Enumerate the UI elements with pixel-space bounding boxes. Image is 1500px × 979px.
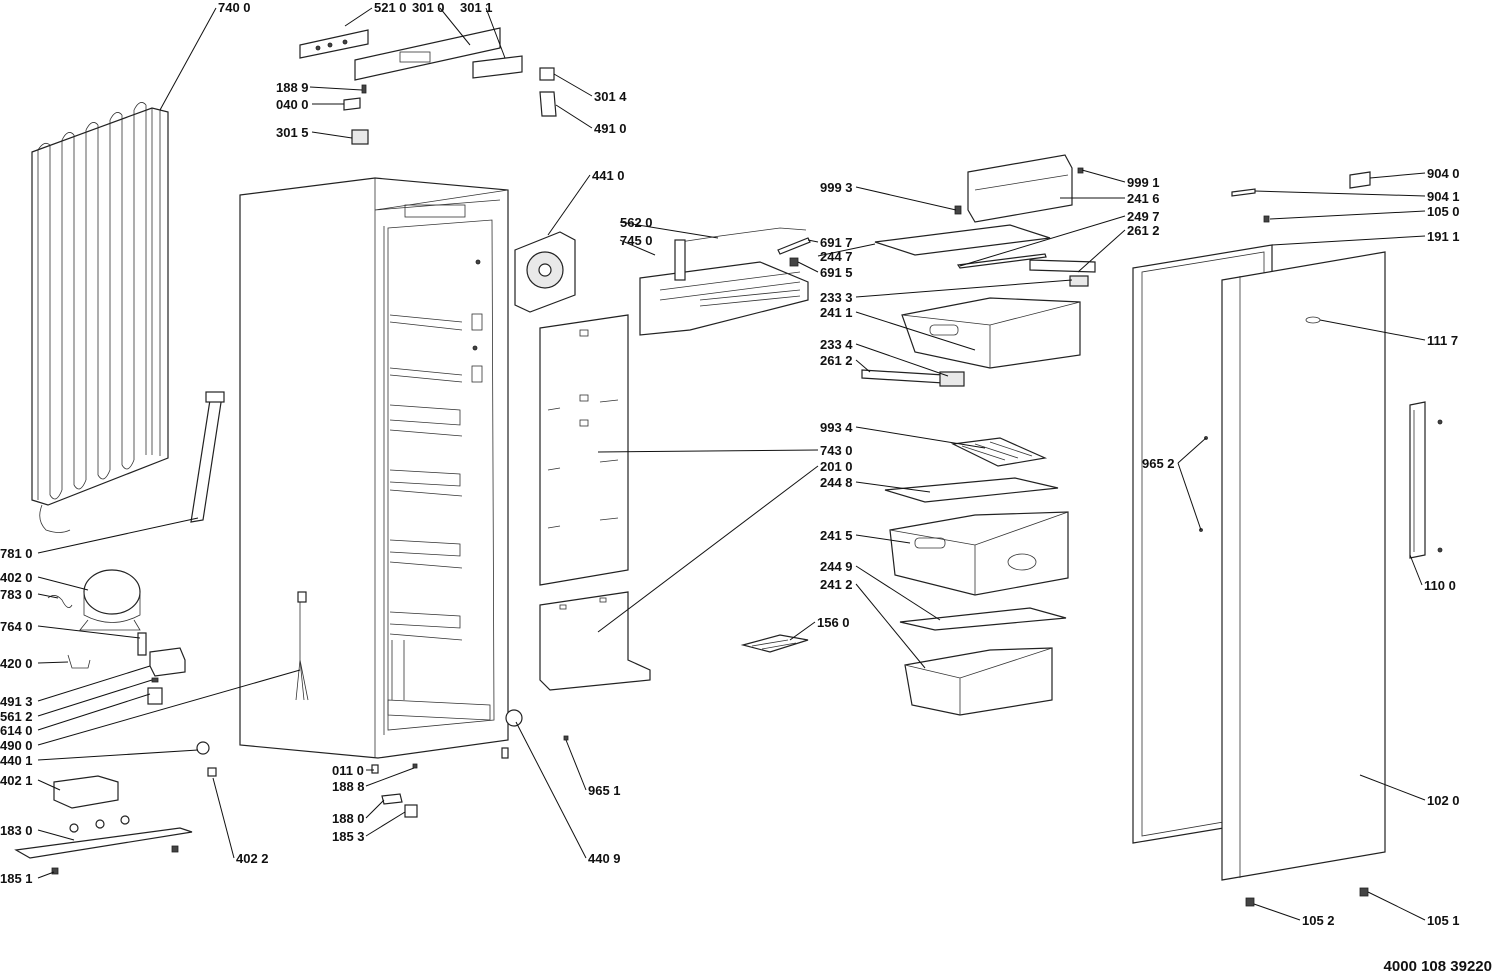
label-420-0: 420 0 xyxy=(0,656,33,671)
door-handle xyxy=(1409,401,1443,559)
label-191-1: 191 1 xyxy=(1427,229,1460,244)
label-740-0: 740 0 xyxy=(218,0,251,15)
label-110-0: 110 0 xyxy=(1424,578,1456,593)
label-241-2: 241 2 xyxy=(820,577,853,592)
label-301-5: 301 5 xyxy=(276,125,309,140)
relay-components xyxy=(67,632,186,705)
odor-filter xyxy=(950,437,1048,467)
label-188-8: 188 8 xyxy=(332,779,365,794)
condenser-coil xyxy=(31,102,169,533)
control-boards xyxy=(299,27,523,81)
label-904-0: 904 0 xyxy=(1427,166,1460,181)
label-183-0: 183 0 xyxy=(0,823,33,838)
label-261-2-lower: 261 2 xyxy=(820,353,853,368)
label-233-4: 233 4 xyxy=(820,337,853,352)
part-labels: 740 0 521 0 301 0 301 1 188 9 040 0 301 … xyxy=(0,0,1460,928)
label-105-0: 105 0 xyxy=(1427,204,1460,219)
door-hinges xyxy=(1231,171,1371,907)
label-491-3: 491 3 xyxy=(0,694,33,709)
label-301-4: 301 4 xyxy=(594,89,627,104)
label-745-0: 745 0 xyxy=(620,233,653,248)
document-number: 4000 108 39220 xyxy=(1383,958,1492,975)
label-244-7: 244 7 xyxy=(820,249,853,264)
leader-lines xyxy=(37,7,1426,921)
label-904-1: 904 1 xyxy=(1427,189,1460,204)
label-241-6: 241 6 xyxy=(1127,191,1160,206)
label-441-0: 441 0 xyxy=(592,168,625,183)
label-188-9: 188 9 xyxy=(276,80,309,95)
label-241-5: 241 5 xyxy=(820,528,853,543)
label-102-0: 102 0 xyxy=(1427,793,1460,808)
glass-shelf-upper xyxy=(884,477,1059,503)
label-440-9: 440 9 xyxy=(588,851,621,866)
label-188-0: 188 0 xyxy=(332,811,365,826)
bottom-cover xyxy=(539,591,651,691)
label-040-0: 040 0 xyxy=(276,97,309,112)
label-249-7: 249 7 xyxy=(1127,209,1160,224)
label-764-0: 764 0 xyxy=(0,619,33,634)
label-301-1: 301 1 xyxy=(460,0,493,15)
label-490-0: 490 0 xyxy=(0,738,33,753)
label-999-3: 999 3 xyxy=(820,180,853,195)
crisper-cover-frame xyxy=(874,154,1096,287)
label-301-0: 301 0 xyxy=(412,0,445,15)
bottom-drawer xyxy=(904,647,1053,716)
label-993-4: 993 4 xyxy=(820,420,853,435)
label-781-0: 781 0 xyxy=(0,546,33,561)
label-691-7: 691 7 xyxy=(820,235,853,250)
glass-shelf-lower xyxy=(899,607,1067,631)
label-614-0: 614 0 xyxy=(0,723,33,738)
rear-panel xyxy=(539,314,629,586)
label-261-2-upper: 261 2 xyxy=(1127,223,1160,238)
evaporator-assembly xyxy=(639,227,809,336)
label-233-3: 233 3 xyxy=(820,290,853,305)
label-521-0: 521 0 xyxy=(374,0,407,15)
feet-and-grommets xyxy=(196,709,569,818)
label-402-1: 402 1 xyxy=(0,773,33,788)
label-402-2: 402 2 xyxy=(236,851,269,866)
compressor xyxy=(47,569,141,631)
label-105-2: 105 2 xyxy=(1302,913,1335,928)
label-402-0: 402 0 xyxy=(0,570,33,585)
cabinet-body xyxy=(239,177,509,759)
upper-drawer xyxy=(901,297,1081,369)
base-frame xyxy=(14,815,193,875)
small-clips-top xyxy=(343,67,557,145)
label-111-7: 111 7 xyxy=(1427,333,1458,348)
label-011-0: 011 0 xyxy=(332,763,364,778)
label-105-1: 105 1 xyxy=(1427,913,1460,928)
label-156-0: 156 0 xyxy=(817,615,850,630)
label-691-5: 691 5 xyxy=(820,265,853,280)
label-244-9: 244 9 xyxy=(820,559,853,574)
label-783-0: 783 0 xyxy=(0,587,33,602)
sensors xyxy=(777,237,811,267)
evaporation-tray xyxy=(53,775,119,809)
evaporator-fan xyxy=(514,231,576,313)
ice-tray xyxy=(740,634,809,653)
door-panel xyxy=(1199,251,1386,881)
label-965-1: 965 1 xyxy=(588,783,621,798)
label-244-8: 244 8 xyxy=(820,475,853,490)
label-965-2: 965 2 xyxy=(1142,456,1175,471)
label-562-0: 562 0 xyxy=(620,215,653,230)
drawer-rail xyxy=(861,369,965,387)
label-440-1: 440 1 xyxy=(0,753,33,768)
drain-tube xyxy=(190,391,225,523)
label-561-2: 561 2 xyxy=(0,709,33,724)
label-185-1: 185 1 xyxy=(0,871,33,886)
label-491-0: 491 0 xyxy=(594,121,627,136)
label-201-0: 201 0 xyxy=(820,459,853,474)
label-743-0: 743 0 xyxy=(820,443,853,458)
lower-drawer xyxy=(889,511,1069,596)
label-185-3: 185 3 xyxy=(332,829,365,844)
label-999-1: 999 1 xyxy=(1127,175,1160,190)
label-241-1: 241 1 xyxy=(820,305,853,320)
